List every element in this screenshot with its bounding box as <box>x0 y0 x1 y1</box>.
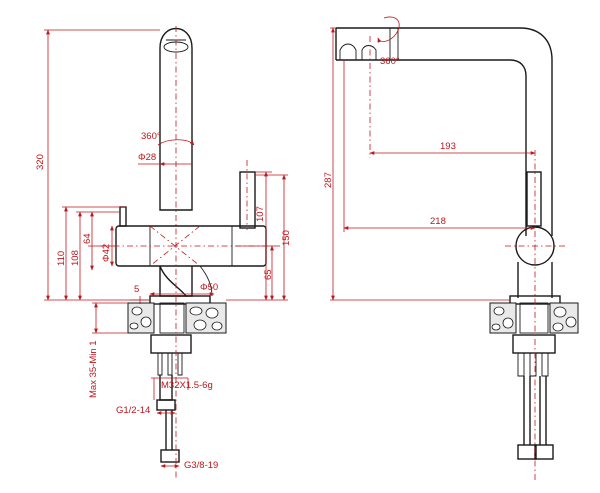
mixer-lever <box>239 171 256 229</box>
rotation-360-label: 360° <box>141 131 161 142</box>
mounting-shank-front <box>519 302 549 334</box>
mounting-nut-front <box>512 334 556 354</box>
aerator-right <box>361 45 377 61</box>
spout-arch <box>336 27 553 236</box>
hose-fitting-g12 <box>156 399 176 411</box>
hose-end-left <box>517 444 537 460</box>
phi42-label: Φ42 <box>101 244 112 262</box>
dim-218-label: 218 <box>430 216 446 227</box>
phi50-label: Φ50 <box>200 282 218 293</box>
max35-min1-label: Max 35-Min 1 <box>88 340 99 398</box>
dim-110-label: 110 <box>56 251 67 266</box>
mixer-neck <box>159 265 188 297</box>
filter-handle <box>119 206 127 227</box>
dim-193-label: 193 <box>440 141 456 152</box>
lever-front <box>526 171 542 227</box>
thread-m32-label: M32X1.5-6g <box>161 380 213 391</box>
aerator-left <box>339 43 357 61</box>
spout-joint <box>389 27 399 61</box>
hose-end-right <box>534 444 554 460</box>
hose-fitting-g38 <box>160 449 180 463</box>
phi28-label: Φ28 <box>138 152 156 163</box>
mounting-shank <box>159 302 185 334</box>
dim-5-label: 5 <box>134 284 139 295</box>
rotation-360-front-label: 360° <box>380 56 400 67</box>
dim-64-label: 64 <box>82 233 93 244</box>
dim-107-label: 107 <box>255 206 266 222</box>
dim-108-label: 108 <box>70 250 81 266</box>
dim-65-label: 65 <box>263 269 274 280</box>
dim-150-label: 150 <box>281 230 292 246</box>
g38-thread-label: G3/8-19 <box>184 460 218 471</box>
dim-320-label: 320 <box>35 154 46 170</box>
mounting-nut <box>150 334 192 354</box>
g12-thread-label: G1/2-14 <box>116 405 150 416</box>
front-view: 287 360° 193 218 <box>323 16 579 480</box>
side-view: 360° Φ28 320 110 108 64 Φ42 107 150 <box>35 26 292 480</box>
spout-body <box>159 27 193 211</box>
dim-287-label: 287 <box>323 172 334 188</box>
